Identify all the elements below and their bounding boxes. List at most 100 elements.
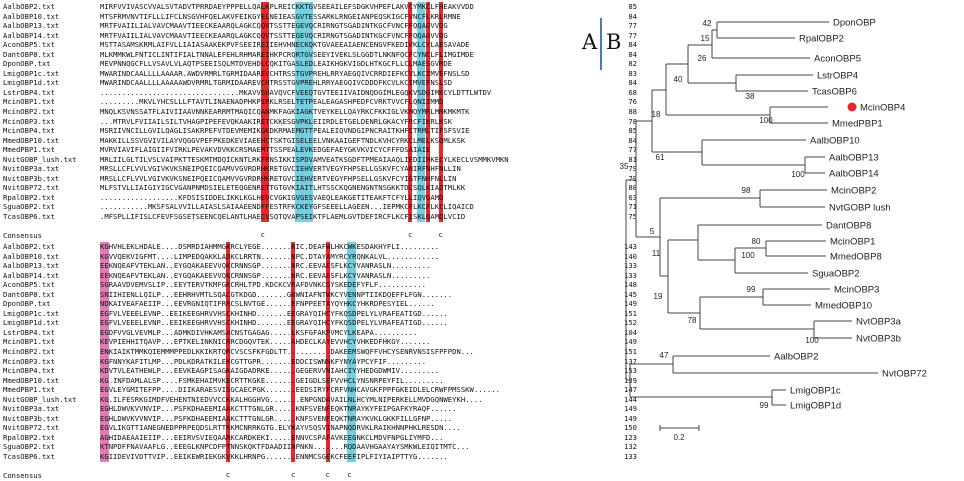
sequence-text: KDVTVLEATHEWLP...EEVKEAGPISAGKAIGDADRKE.… [100, 366, 440, 376]
sequence-text: EEKNQEAFVTEKLAN..EYGQAKAEEVVQKCRNNSGP...… [100, 270, 431, 280]
sequence-length: 84 [628, 11, 637, 21]
sequence-length: 84 [628, 49, 637, 59]
conserved-column-highlight [325, 289, 330, 300]
conserved-column-highlight [225, 308, 231, 319]
conserved-column-highlight [290, 289, 296, 300]
sequence-name: McinOBP3.txt [3, 356, 55, 366]
conserved-column-highlight [295, 116, 313, 127]
conserved-column-highlight [425, 145, 430, 155]
conserved-column-highlight [260, 126, 270, 136]
conserved-column-highlight [225, 261, 231, 271]
conserved-column-highlight [416, 116, 426, 127]
taxon-label-mcinobp2: McinOBP2 [831, 186, 876, 197]
conserved-column-highlight [347, 308, 357, 319]
conserved-column-highlight [425, 87, 430, 98]
conserved-column-highlight [438, 192, 443, 203]
sequence-name: McinOBP1.txt [3, 337, 55, 347]
bootstrap-value: 40 [674, 75, 683, 84]
conserved-column-highlight [225, 289, 231, 300]
conserved-column-highlight [295, 11, 313, 22]
conserved-column-highlight [225, 375, 231, 386]
conserved-column-highlight [225, 432, 231, 443]
bootstrap-value: 11 [652, 249, 661, 258]
sequence-text: MSRIIVNCILLGVILQAGLISAKRPEFVTDEVMEMIKGKD… [100, 126, 470, 136]
conserved-column-highlight [100, 289, 109, 300]
conserved-column-highlight [295, 154, 313, 165]
conserved-column-highlight [260, 87, 270, 98]
conserved-column-highlight [416, 21, 426, 31]
conserved-column-highlight [408, 11, 413, 22]
sequence-name: DponOBP.txt [3, 299, 51, 309]
sequence-length: 133 [624, 452, 637, 462]
conserved-column-highlight [438, 183, 443, 193]
sequence-name: SguaOBP2.txt [3, 442, 55, 452]
sequence-length: 140 [624, 251, 637, 261]
conserved-column-highlight [408, 164, 413, 174]
sequence-residues: KG.ILFESRKGIMDFVEHENTNIEDVVCCKKALHGGHVG.… [100, 394, 600, 405]
conserved-column-highlight [260, 59, 270, 69]
conserved-column-highlight [438, 49, 443, 60]
sequence-length: 77 [628, 30, 637, 40]
sequence-residues: KEVPIEHHITQAVP...EPTKELINKNICRRCDGQVTEK.… [100, 337, 600, 348]
sequence-residues: EGHLDWVKVVNVIP...PSFKDHAEEMIAAKCTTTGNLGR… [100, 404, 600, 414]
sequence-length: 68 [628, 87, 637, 97]
sequence-text: EGFVLVEEELEVNP..EEIKEEGHRVVHSCKHINHD....… [100, 308, 448, 318]
conserved-column-highlight [425, 192, 430, 203]
sequence-name: RpalOBP2.txt [3, 192, 55, 202]
conserved-column-highlight [425, 135, 430, 146]
sequence-length: 133 [624, 261, 637, 271]
conserved-column-highlight [425, 202, 430, 213]
consensus-mark: c [225, 471, 231, 480]
bootstrap-value: 26 [698, 54, 707, 63]
sequence-length: 145 [624, 289, 637, 299]
sequence-length: 84 [628, 40, 637, 50]
conserved-column-highlight [438, 107, 443, 117]
sequence-residues: ENKIAIKTMMKQIEMMMPPEDLKKIKRTQRCVSCSFKFGD… [100, 347, 600, 357]
sequence-text: MRTFVAIILIALVAVCMAAVTIEECKEAARQLAGKCQQVT… [100, 21, 448, 31]
conserved-column-highlight [100, 432, 109, 443]
conserved-column-highlight [100, 452, 109, 462]
conserved-column-highlight [290, 337, 296, 348]
conserved-column-highlight [438, 135, 443, 146]
sequence-text: ................................MKAVVSHA… [100, 87, 492, 97]
conserved-column-highlight [100, 404, 109, 414]
sequence-length: 76 [628, 97, 637, 107]
sequence-residues: EGHLDWVKVVNVIP...PSFKDHAEEMIAAKCTTTGNLGR… [100, 413, 600, 424]
sequence-length: 79 [628, 173, 637, 183]
conserved-column-highlight [260, 21, 270, 31]
conserved-column-highlight [347, 318, 357, 328]
taxon-label-rpalobp2: RpalOBP2 [799, 34, 844, 45]
conserved-column-highlight [325, 375, 330, 386]
conserved-column-highlight [260, 97, 270, 108]
sequence-residues: MLKMMKWLFNTICLINTIFIALTNNALEFEHLRHMAREIH… [100, 49, 600, 60]
conserved-column-highlight [100, 318, 109, 328]
panel-divider [600, 18, 602, 70]
sequence-length: 151 [624, 347, 637, 357]
conserved-column-highlight [347, 442, 357, 453]
sequence-text: KG.ILFESRKGIMDFVEHENTNIEDVVCCKKALHGGHVG.… [100, 394, 483, 404]
sequence-length: 84 [628, 78, 637, 88]
sequence-text: KGIIDEVIVDTTVIP..EEIKEWRIEKGKVKKLHRNPG..… [100, 452, 448, 462]
sequence-residues: MSTTASAMSKRMLAIFVLLIAIASAAKEKPVFSEEIREII… [100, 40, 600, 50]
conserved-column-highlight [347, 394, 357, 405]
sequence-text: MEVPNNQGCFLLVSAVLVLAQTPSEEISQLMTDVEHDLCQ… [100, 59, 453, 69]
conserved-column-highlight [100, 308, 109, 319]
conserved-column-highlight [347, 366, 357, 376]
conserved-column-highlight [416, 49, 426, 60]
sequence-residues: MLFSTVLLIAIGIYIGCVGANPNMDSIELETEQGENRETT… [100, 183, 600, 193]
sequence-name: DantOBP8.txt [3, 289, 55, 299]
consensus-mark: c [290, 471, 296, 480]
sequence-length: 63 [628, 192, 637, 202]
conserved-column-highlight [408, 2, 413, 12]
sequence-residues: MRLIILGLTILVSLVAIPKTTESKMTMDQICKNTLRKFRN… [100, 154, 600, 165]
sequence-name: DantOBP8.txt [3, 49, 55, 59]
sequence-text: KGFNNYKAFITLMP...PDLKDRATKILEKCGTTGPR...… [100, 356, 427, 366]
conserved-column-highlight [347, 280, 357, 290]
conserved-column-highlight [438, 173, 443, 184]
conserved-column-highlight [325, 404, 330, 414]
sequence-length: 84 [628, 135, 637, 145]
conserved-column-highlight [325, 413, 330, 424]
sequence-name: McinOBP2.txt [3, 347, 55, 357]
conserved-column-highlight [100, 356, 109, 367]
